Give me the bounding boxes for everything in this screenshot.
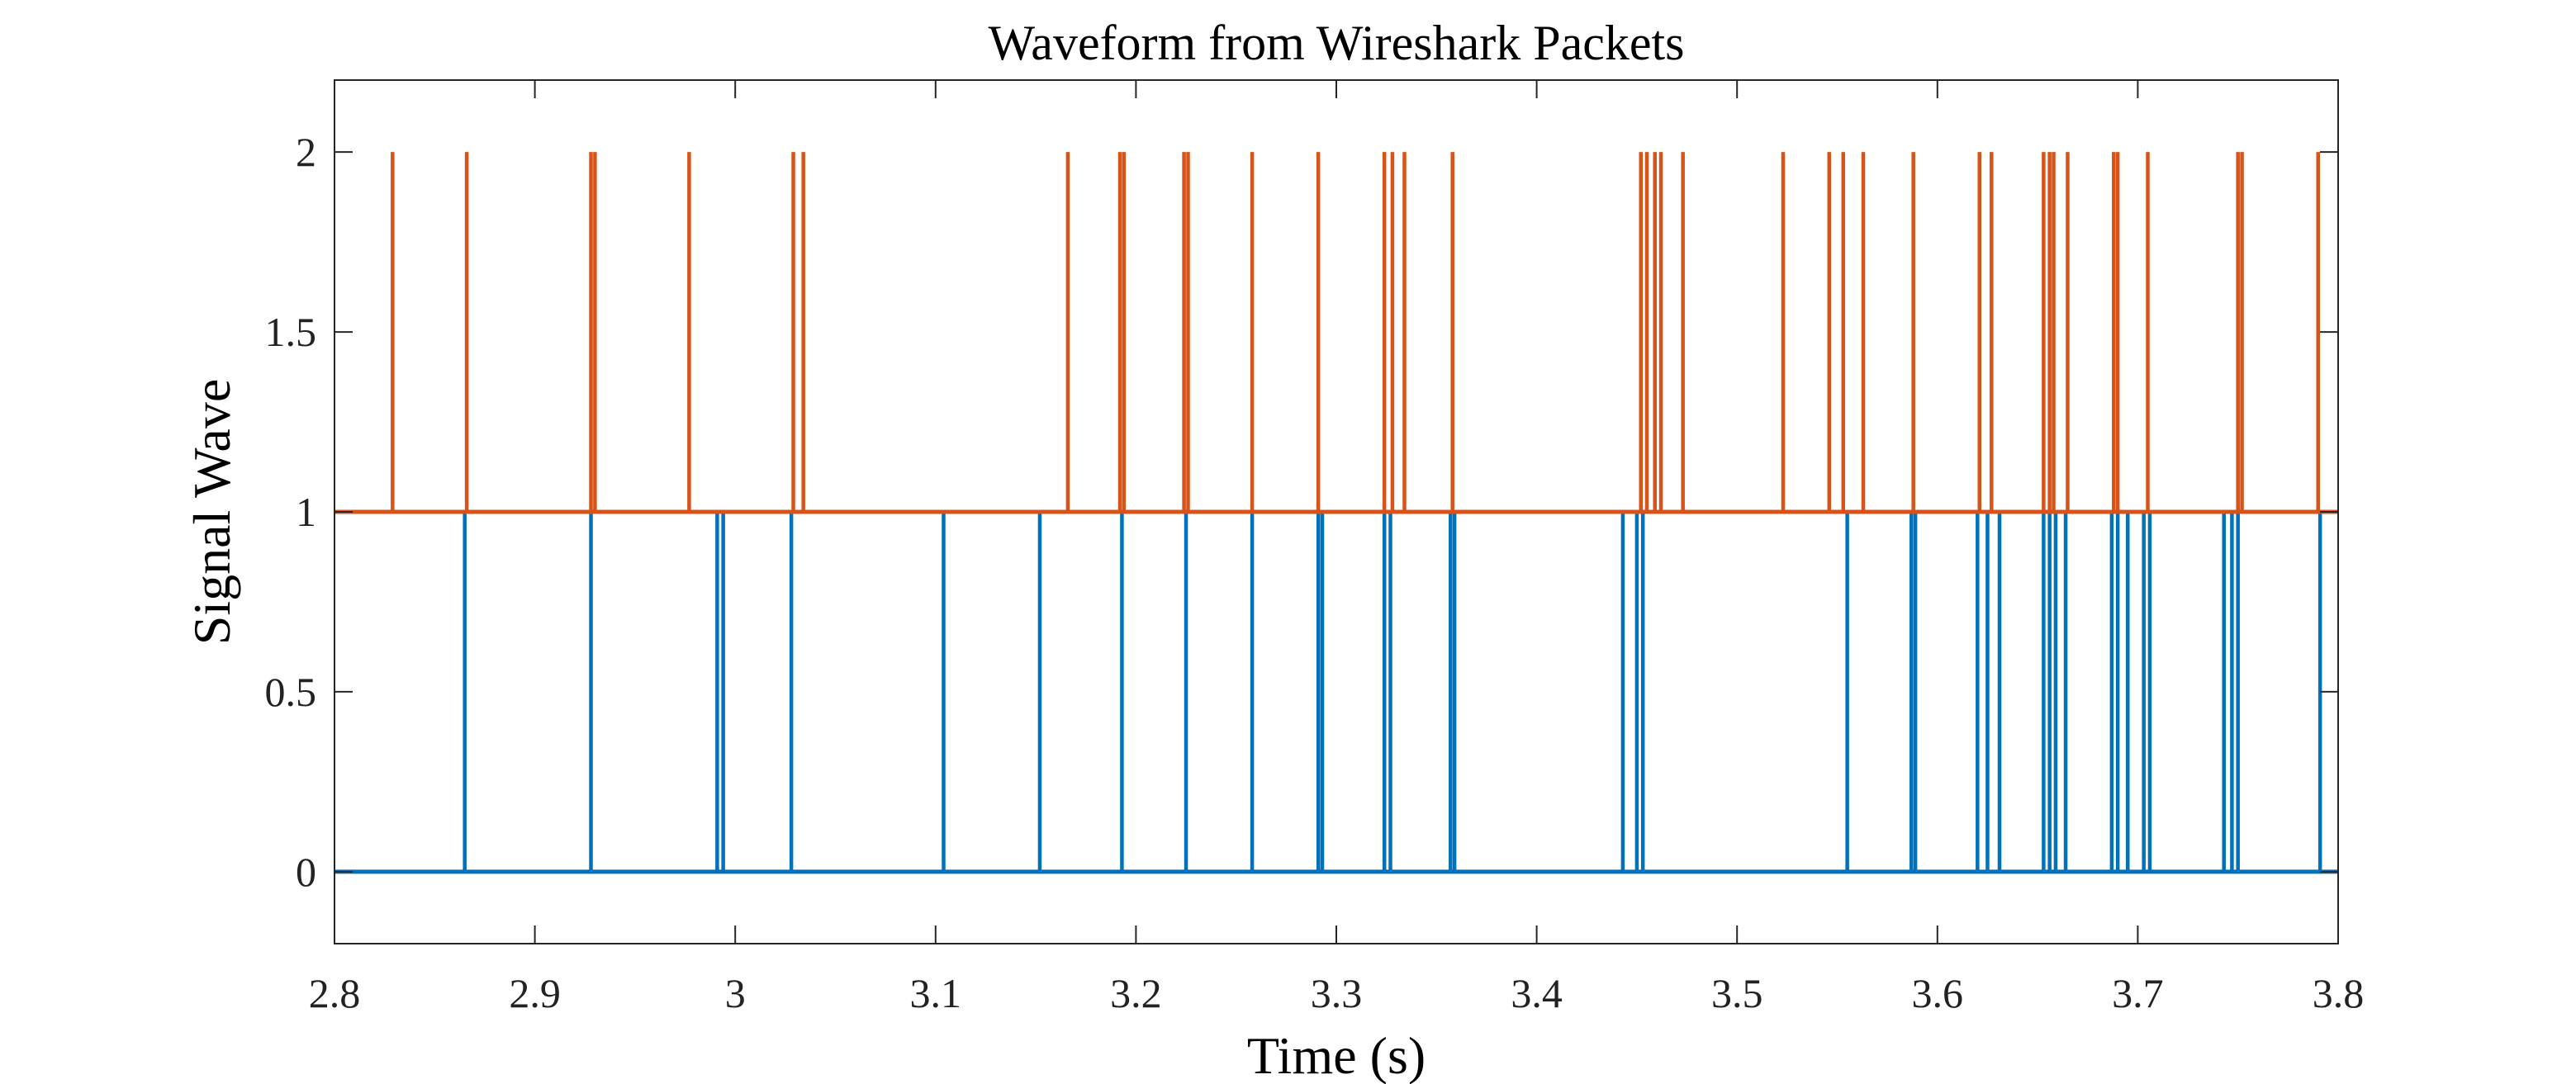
tick-layer: 2.8 2.9 3 3.1 3.2 3.3 3.4 3.5 3.6 3.7 3.8 0 0.5 1 1.5 2 (265, 80, 2365, 1016)
y-tick-label: 2 (296, 129, 316, 175)
x-tick-label: 3.3 (1311, 970, 1363, 1016)
x-tick-label: 3.2 (1110, 970, 1162, 1016)
x-axis-label: Time (s) (1247, 1026, 1426, 1084)
x-tick-label: 2.9 (509, 970, 561, 1016)
x-tick-label: 2.8 (309, 970, 361, 1016)
x-tick-label: 3.8 (2313, 970, 2365, 1016)
y-tick-label: 0 (296, 849, 316, 895)
y-axis-label: Signal Wave (183, 379, 241, 646)
x-tick-label: 3.4 (1511, 970, 1563, 1016)
x-tick-label: 3.1 (910, 970, 962, 1016)
y-tick-label: 1.5 (265, 309, 317, 355)
plot-frame (334, 79, 2339, 944)
series-layer (334, 152, 2338, 874)
x-tick-label: 3.6 (1912, 970, 1964, 1016)
x-tick-label: 3.5 (1711, 970, 1763, 1016)
series-1 (334, 152, 2338, 514)
y-tick-label: 1 (296, 489, 316, 535)
chart-title: Waveform from Wireshark Packets (988, 16, 1684, 70)
x-tick-label: 3 (725, 970, 746, 1016)
y-tick-label: 0.5 (265, 669, 317, 715)
series-0 (334, 512, 2338, 874)
x-tick-label: 3.7 (2112, 970, 2164, 1016)
